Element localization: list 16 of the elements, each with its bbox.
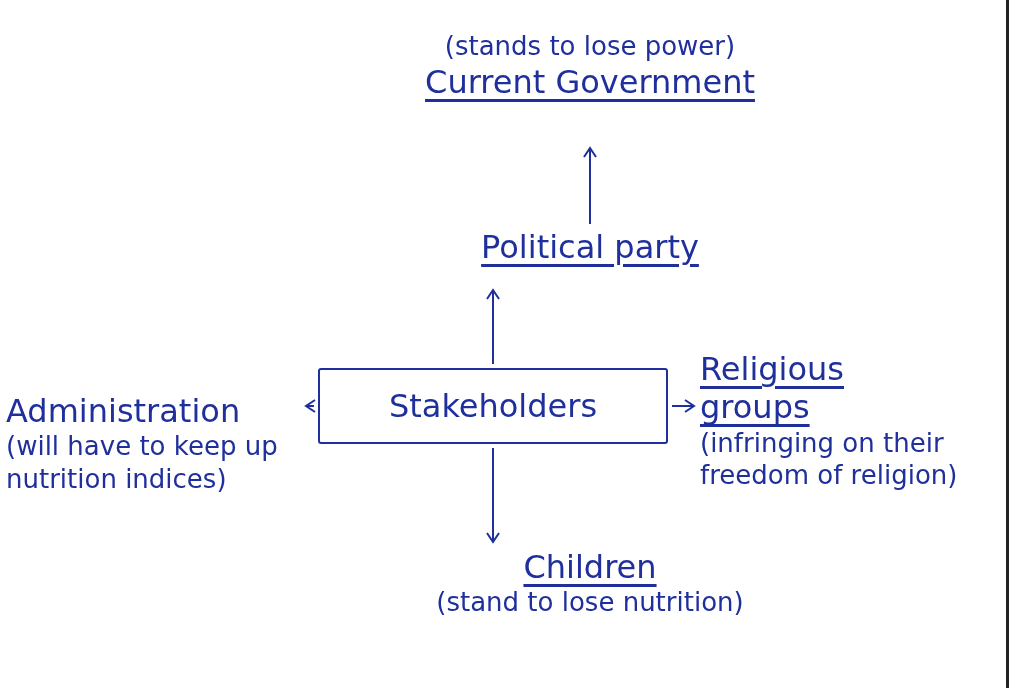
node-title: Stakeholders: [388, 386, 598, 426]
arrow: [305, 399, 316, 413]
arrow: [486, 447, 500, 543]
arrow: [671, 399, 695, 413]
node-note: (stands to lose power): [444, 30, 736, 63]
arrow: [583, 147, 597, 225]
node-title: Political party: [481, 228, 699, 267]
arrow: [486, 289, 500, 365]
node-note: (will have to keep up nutrition indices): [6, 430, 279, 496]
node-note: (infringing on their freedom of religion): [700, 426, 959, 492]
node-title: Current Government: [425, 62, 755, 101]
node-note: (stand to lose nutrition): [436, 586, 744, 619]
node-title: Religious groups: [700, 350, 845, 427]
node-title: Administration: [6, 392, 241, 431]
stakeholder-box: [318, 368, 668, 444]
node-title: Children: [523, 548, 657, 587]
